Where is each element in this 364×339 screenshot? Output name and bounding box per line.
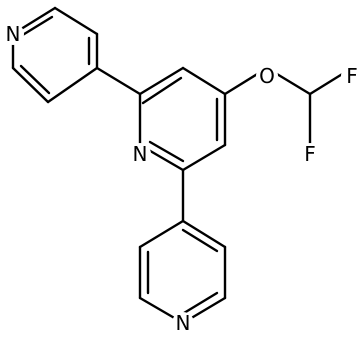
pyridine-nitrogen-top: N bbox=[6, 22, 21, 46]
atom-labels: N N N O F F bbox=[2, 22, 363, 335]
bond bbox=[46, 66, 99, 104]
pyridine-nitrogen-bottom: N bbox=[176, 311, 191, 335]
bond bbox=[148, 140, 185, 163]
bond bbox=[182, 291, 219, 315]
pyridine-nitrogen-center: N bbox=[133, 142, 148, 166]
bond bbox=[19, 15, 54, 38]
bond bbox=[138, 66, 185, 96]
label-background bbox=[129, 143, 151, 165]
label-background bbox=[299, 143, 321, 165]
fluorine-top: F bbox=[346, 64, 358, 88]
bond bbox=[53, 6, 99, 36]
bond bbox=[141, 76, 183, 105]
label-background bbox=[256, 65, 278, 87]
label-background bbox=[2, 23, 24, 45]
bond bbox=[181, 143, 227, 172]
bond bbox=[181, 228, 219, 253]
bond bbox=[11, 66, 50, 104]
bond bbox=[181, 219, 227, 249]
bonds bbox=[11, 6, 354, 325]
bond bbox=[95, 66, 142, 96]
bond bbox=[138, 219, 185, 249]
label-background bbox=[341, 65, 363, 87]
ether-oxygen: O bbox=[259, 64, 275, 88]
label-background bbox=[172, 312, 194, 334]
fluorine-bottom: F bbox=[304, 142, 316, 166]
bond bbox=[19, 64, 51, 95]
bond bbox=[181, 66, 227, 96]
